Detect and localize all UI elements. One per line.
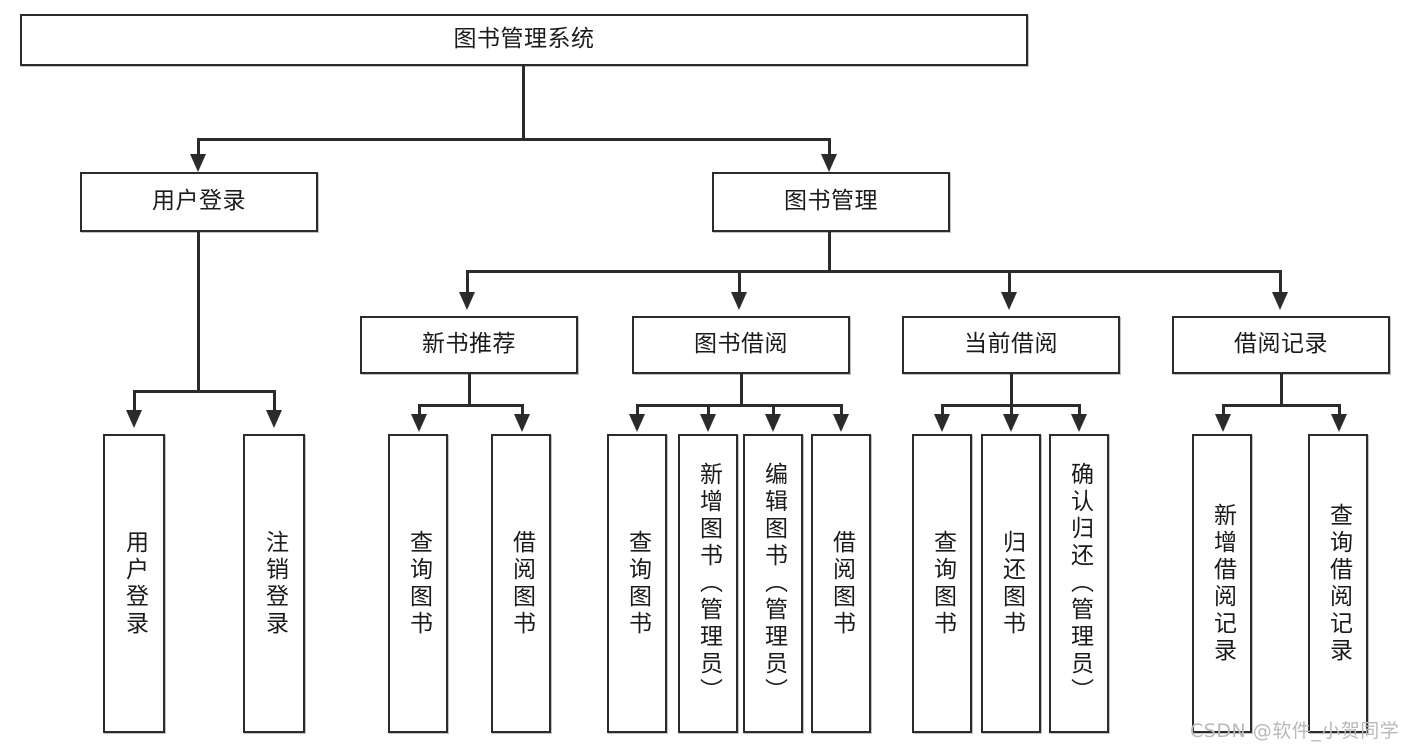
- leaf-user-login-1[interactable]: 注销登录: [243, 434, 305, 733]
- arrowhead-br-to-leaf-1: [1331, 414, 1347, 432]
- connector-bm-to-level3-0: [466, 270, 469, 294]
- connector-book-management-bus: [466, 270, 1282, 273]
- leaf-user-login-0[interactable]: 用户登录: [103, 434, 165, 733]
- node-label: 查询借阅记录: [1325, 502, 1352, 665]
- connector-root-bus: [197, 138, 831, 141]
- connector-bm-to-level3-2: [1008, 270, 1011, 294]
- node-label: 新增图书（管理员）: [695, 462, 722, 705]
- connector-root-to-user-login: [197, 138, 200, 158]
- arrowhead-bb-to-leaf-2: [765, 414, 781, 432]
- node-book-borrow[interactable]: 图书借阅: [632, 316, 850, 374]
- node-label: 借阅图书: [828, 529, 855, 638]
- node-label: 新增借阅记录: [1209, 502, 1236, 665]
- connector-new-book-bus: [418, 404, 524, 407]
- arrowhead-bm-to-level3-2: [1001, 292, 1017, 310]
- connector-book-borrow-stem: [740, 374, 743, 406]
- arrowhead-bm-to-level3-3: [1272, 292, 1288, 310]
- leaf-new-book-recommend-1[interactable]: 借阅图书: [491, 434, 551, 733]
- leaf-new-book-recommend-0[interactable]: 查询图书: [388, 434, 448, 733]
- connector-user-login-stem: [197, 232, 200, 392]
- node-label: 新书推荐: [422, 331, 516, 358]
- connector-borrow-record-bus: [1222, 404, 1341, 407]
- arrowhead-nb-to-leaf-0: [411, 414, 427, 432]
- connector-bb-to-leaf-3: [840, 404, 843, 416]
- connector-root-stem: [522, 66, 525, 140]
- connector-new-book-stem: [468, 374, 471, 406]
- arrowhead-bm-to-level3-0: [459, 292, 475, 310]
- connector-nb-to-leaf-0: [418, 404, 421, 416]
- connector-bb-to-leaf-2: [772, 404, 775, 416]
- connector-nb-to-leaf-1: [521, 404, 524, 416]
- connector-br-to-leaf-1: [1338, 404, 1341, 416]
- connector-bm-to-level3-3: [1279, 270, 1282, 294]
- leaf-book-borrow-0[interactable]: 查询图书: [607, 434, 667, 733]
- node-label: 用户登录: [121, 529, 148, 638]
- leaf-book-borrow-3[interactable]: 借阅图书: [811, 434, 871, 733]
- arrowhead-bb-to-leaf-3: [833, 414, 849, 432]
- arrowhead-bb-to-leaf-1: [700, 414, 716, 432]
- connector-book-management-stem: [828, 232, 831, 272]
- node-new-book-recommend[interactable]: 新书推荐: [360, 316, 578, 374]
- leaf-current-borrow-2[interactable]: 确认归还（管理员）: [1049, 434, 1109, 733]
- leaf-book-borrow-1[interactable]: 新增图书（管理员）: [678, 434, 738, 733]
- node-label: 注销登录: [261, 529, 288, 638]
- connector-root-to-book-management: [828, 138, 831, 158]
- node-label: 编辑图书（管理员）: [760, 462, 787, 705]
- node-root-book-management-system[interactable]: 图书管理系统: [20, 14, 1028, 66]
- arrowhead-cb-to-leaf-1: [1003, 414, 1019, 432]
- arrowhead-cb-to-leaf-0: [934, 414, 950, 432]
- arrowhead-root-to-user-login: [190, 154, 206, 172]
- arrowhead-nb-to-leaf-1: [514, 414, 530, 432]
- leaf-book-borrow-2[interactable]: 编辑图书（管理员）: [743, 434, 803, 733]
- node-label: 图书管理系统: [453, 26, 595, 53]
- arrowhead-bm-to-level3-1: [731, 292, 747, 310]
- connector-user-login-to-leaf-1: [273, 390, 276, 412]
- connector-user-login-to-leaf-0: [133, 390, 136, 412]
- leaf-current-borrow-1[interactable]: 归还图书: [981, 434, 1041, 733]
- node-label: 图书管理: [784, 188, 878, 215]
- node-label: 归还图书: [998, 529, 1025, 638]
- node-label: 查询图书: [624, 529, 651, 638]
- node-label: 确认归还（管理员）: [1066, 462, 1093, 705]
- node-borrow-record[interactable]: 借阅记录: [1172, 316, 1390, 374]
- node-label: 查询图书: [929, 529, 956, 638]
- connector-user-login-bus: [133, 390, 276, 393]
- connector-current-borrow-stem: [1010, 374, 1013, 406]
- node-label: 图书借阅: [694, 331, 788, 358]
- leaf-borrow-record-1[interactable]: 查询借阅记录: [1308, 434, 1368, 733]
- arrowhead-cb-to-leaf-2: [1071, 414, 1087, 432]
- connector-cb-to-leaf-1: [1010, 404, 1013, 416]
- node-label: 借阅记录: [1234, 331, 1328, 358]
- node-label: 查询图书: [405, 529, 432, 638]
- node-label: 借阅图书: [508, 529, 535, 638]
- node-label: 用户登录: [152, 188, 246, 215]
- arrowhead-root-to-book-management: [821, 154, 837, 172]
- arrowhead-bb-to-leaf-0: [629, 414, 645, 432]
- node-book-management[interactable]: 图书管理: [712, 172, 950, 232]
- connector-book-borrow-bus: [636, 404, 842, 407]
- arrowhead-br-to-leaf-0: [1215, 414, 1231, 432]
- connector-bb-to-leaf-0: [636, 404, 639, 416]
- connector-cb-to-leaf-0: [941, 404, 944, 416]
- connector-borrow-record-stem: [1280, 374, 1283, 406]
- connector-bm-to-level3-1: [738, 270, 741, 294]
- node-user-login[interactable]: 用户登录: [80, 172, 318, 232]
- node-current-borrow[interactable]: 当前借阅: [902, 316, 1120, 374]
- arrowhead-user-login-to-leaf-1: [266, 410, 282, 428]
- connector-bb-to-leaf-1: [707, 404, 710, 416]
- connector-br-to-leaf-0: [1222, 404, 1225, 416]
- arrowhead-user-login-to-leaf-0: [126, 410, 142, 428]
- connector-cb-to-leaf-2: [1078, 404, 1081, 416]
- leaf-borrow-record-0[interactable]: 新增借阅记录: [1192, 434, 1252, 733]
- csdn-watermark: CSDN @软件_小贺同学: [1190, 720, 1400, 742]
- leaf-current-borrow-0[interactable]: 查询图书: [912, 434, 972, 733]
- node-label: 当前借阅: [964, 331, 1058, 358]
